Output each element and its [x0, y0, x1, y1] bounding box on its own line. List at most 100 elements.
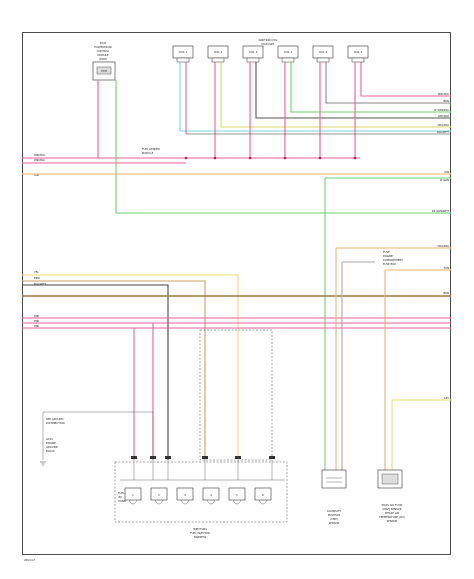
- coils-header-2: MODULES: [262, 42, 275, 46]
- coil-5: COIL 5: [312, 45, 334, 59]
- maf-label-5: SENSOR: [387, 519, 398, 523]
- injector-sub-1: FUEL INJECTOR: [190, 531, 210, 535]
- injector-feed-stubs: [133, 460, 273, 480]
- coil-5-label: COIL 5: [319, 50, 328, 54]
- injector-block: FUEL INJ CONN 1 2 3 4 5: [114, 456, 288, 539]
- cmp-sensor: CAMSHAFT POSITION (CMP) SENSOR: [321, 469, 347, 525]
- grn-right-label: LT GRN: [440, 178, 449, 182]
- mid-right-label-3: TAN: [444, 266, 449, 270]
- ground-label-3: GROUND: [46, 445, 58, 449]
- injector-sub-2: HARNESS: [194, 535, 207, 539]
- coil-3-label: COIL 3: [249, 50, 258, 54]
- coil-wires: [22, 62, 451, 164]
- footer-code: 2004 G7: [24, 558, 35, 562]
- ground-note-2: DISTRIBUTION: [46, 421, 65, 425]
- pcm-chip-label: PCM: [101, 69, 107, 73]
- ground-label-1: G104: [46, 437, 53, 441]
- ign-right-label: IGN: [444, 170, 449, 174]
- coil-1: COIL 1: [172, 45, 194, 59]
- coil-right-label-2: BRN: [443, 99, 449, 103]
- maf-label-2: (MAF) SENSOR: [382, 507, 401, 511]
- ground-label-4: BLOCK: [46, 449, 55, 453]
- maf-sensor: MASS AIR FLOW (MAF) SENSOR INTAKE AIR TE…: [377, 469, 405, 523]
- cmp-sensor-box: [321, 469, 347, 489]
- pcm-label-1: ECM: [100, 41, 106, 45]
- coil-4-label: COIL 4: [284, 50, 293, 54]
- injector-6: 6: [254, 487, 272, 505]
- inj-conn-label-3: CONN: [118, 499, 126, 503]
- inj-conn-label-2: INJ: [118, 495, 122, 499]
- cmp-label-3: (CMP): [330, 517, 338, 521]
- injector-5-pin: 5: [236, 493, 238, 497]
- mid-right-label-1: ORG/BLK: [437, 244, 449, 248]
- mid-right-label-2: BRN: [443, 291, 449, 295]
- tl-wire-label-1: PNK/BLK: [34, 153, 45, 157]
- coil-2-label: COIL 2: [214, 50, 223, 54]
- pcm-wires: [97, 80, 451, 214]
- injector-3: 3: [176, 487, 194, 505]
- injector-5: 5: [228, 487, 246, 505]
- coil-1-label: COIL 1: [179, 50, 188, 54]
- injector-4: 4: [202, 487, 220, 505]
- ground-left: SEE GROUND DISTRIBUTION G104 ENGINE GROU…: [40, 411, 154, 467]
- maf-label-1: MASS AIR FLOW: [382, 503, 403, 507]
- injector-1-pin: 1: [132, 493, 134, 497]
- pink-label-2: PNK: [34, 319, 40, 323]
- injector-2-pin: 2: [158, 493, 160, 497]
- inj-conn-label-1: FUEL: [118, 491, 125, 495]
- pcm-label-4: MODULE: [97, 53, 109, 57]
- coil-6-label: COIL 6: [354, 50, 363, 54]
- coil-right-label-3: LT GRN/BLK: [434, 108, 449, 112]
- coil-right-label-5: ORG/BLK: [437, 123, 449, 127]
- tl-wire-label-2: PNK/BLK: [34, 158, 45, 162]
- coil-4: COIL 4: [277, 45, 299, 59]
- injector-4-pin: 4: [210, 493, 212, 497]
- right-lower-label: GRY: [444, 396, 450, 400]
- coil-right-label-6: BLK/WHT: [437, 130, 449, 134]
- injector-1: 1: [124, 487, 142, 505]
- ground-label-2: ENGINE: [46, 441, 56, 445]
- coil-right-label-4: GRY/BLK: [438, 114, 449, 118]
- pcm-chip: [96, 66, 112, 75]
- harness-outline: [199, 329, 273, 461]
- coil-2: COIL 2: [207, 45, 229, 59]
- ground-note-1: SEE GROUND: [46, 417, 63, 421]
- fuel-pump-label-2: MODULE: [142, 151, 154, 155]
- mid-left-label-2: BRN: [34, 276, 40, 280]
- pcm-label-5: (PCM): [99, 57, 107, 61]
- relay-label-3: COMPARTMENT: [383, 258, 403, 262]
- coils-header-1: IGNITION COIL: [259, 38, 278, 42]
- coil-connectors: [176, 57, 365, 63]
- injector-dashed-frame: [114, 461, 288, 523]
- relay-label-2: ENGINE: [383, 254, 393, 258]
- diagram-frame: [22, 32, 451, 555]
- cmp-label-4: SENSOR: [329, 521, 340, 525]
- injector-connector-pins: [131, 456, 275, 459]
- coil-right-label-1: PNK/BLK: [438, 92, 449, 96]
- coil-6: COIL 6: [347, 45, 369, 59]
- pcm-label-2: POWERTRAIN: [94, 45, 111, 49]
- pink-label-3: PNK: [34, 324, 40, 328]
- mid-left-label-3: BLK/WHT: [34, 282, 46, 286]
- pcm-module: ECM POWERTRAIN CONTROL MODULE (PCM) PCM: [92, 41, 116, 81]
- maf-label-4: TEMPERATURE (IAT): [379, 515, 405, 519]
- grn-bottom-label: DK GRN/WHT: [432, 209, 450, 213]
- fuel-pump-label-1: FUEL SENDER: [142, 147, 160, 151]
- injector-6-pin: 6: [262, 493, 264, 497]
- injector-2: 2: [150, 487, 168, 505]
- ground-symbol: [40, 461, 46, 467]
- pink-label-1: PNK: [34, 314, 40, 318]
- injector-3-pin: 3: [184, 493, 186, 497]
- cmp-label-2: POSITION: [328, 513, 340, 517]
- cmp-label-1: CAMSHAFT: [327, 509, 342, 513]
- maf-label-3: INTAKE AIR: [385, 511, 400, 515]
- pcm-label-3: CONTROL: [97, 49, 110, 53]
- coil-3: COIL 3: [242, 45, 264, 59]
- injector-header: INJECTORS: [193, 527, 207, 531]
- coil-splices: [184, 156, 357, 160]
- tl-wire-label-3: IGN: [34, 173, 39, 177]
- relay-label-1: FUSE: [383, 250, 390, 254]
- mid-left-label-1: YEL: [34, 270, 39, 274]
- relay-label-4: FUSE BOX: [383, 262, 396, 266]
